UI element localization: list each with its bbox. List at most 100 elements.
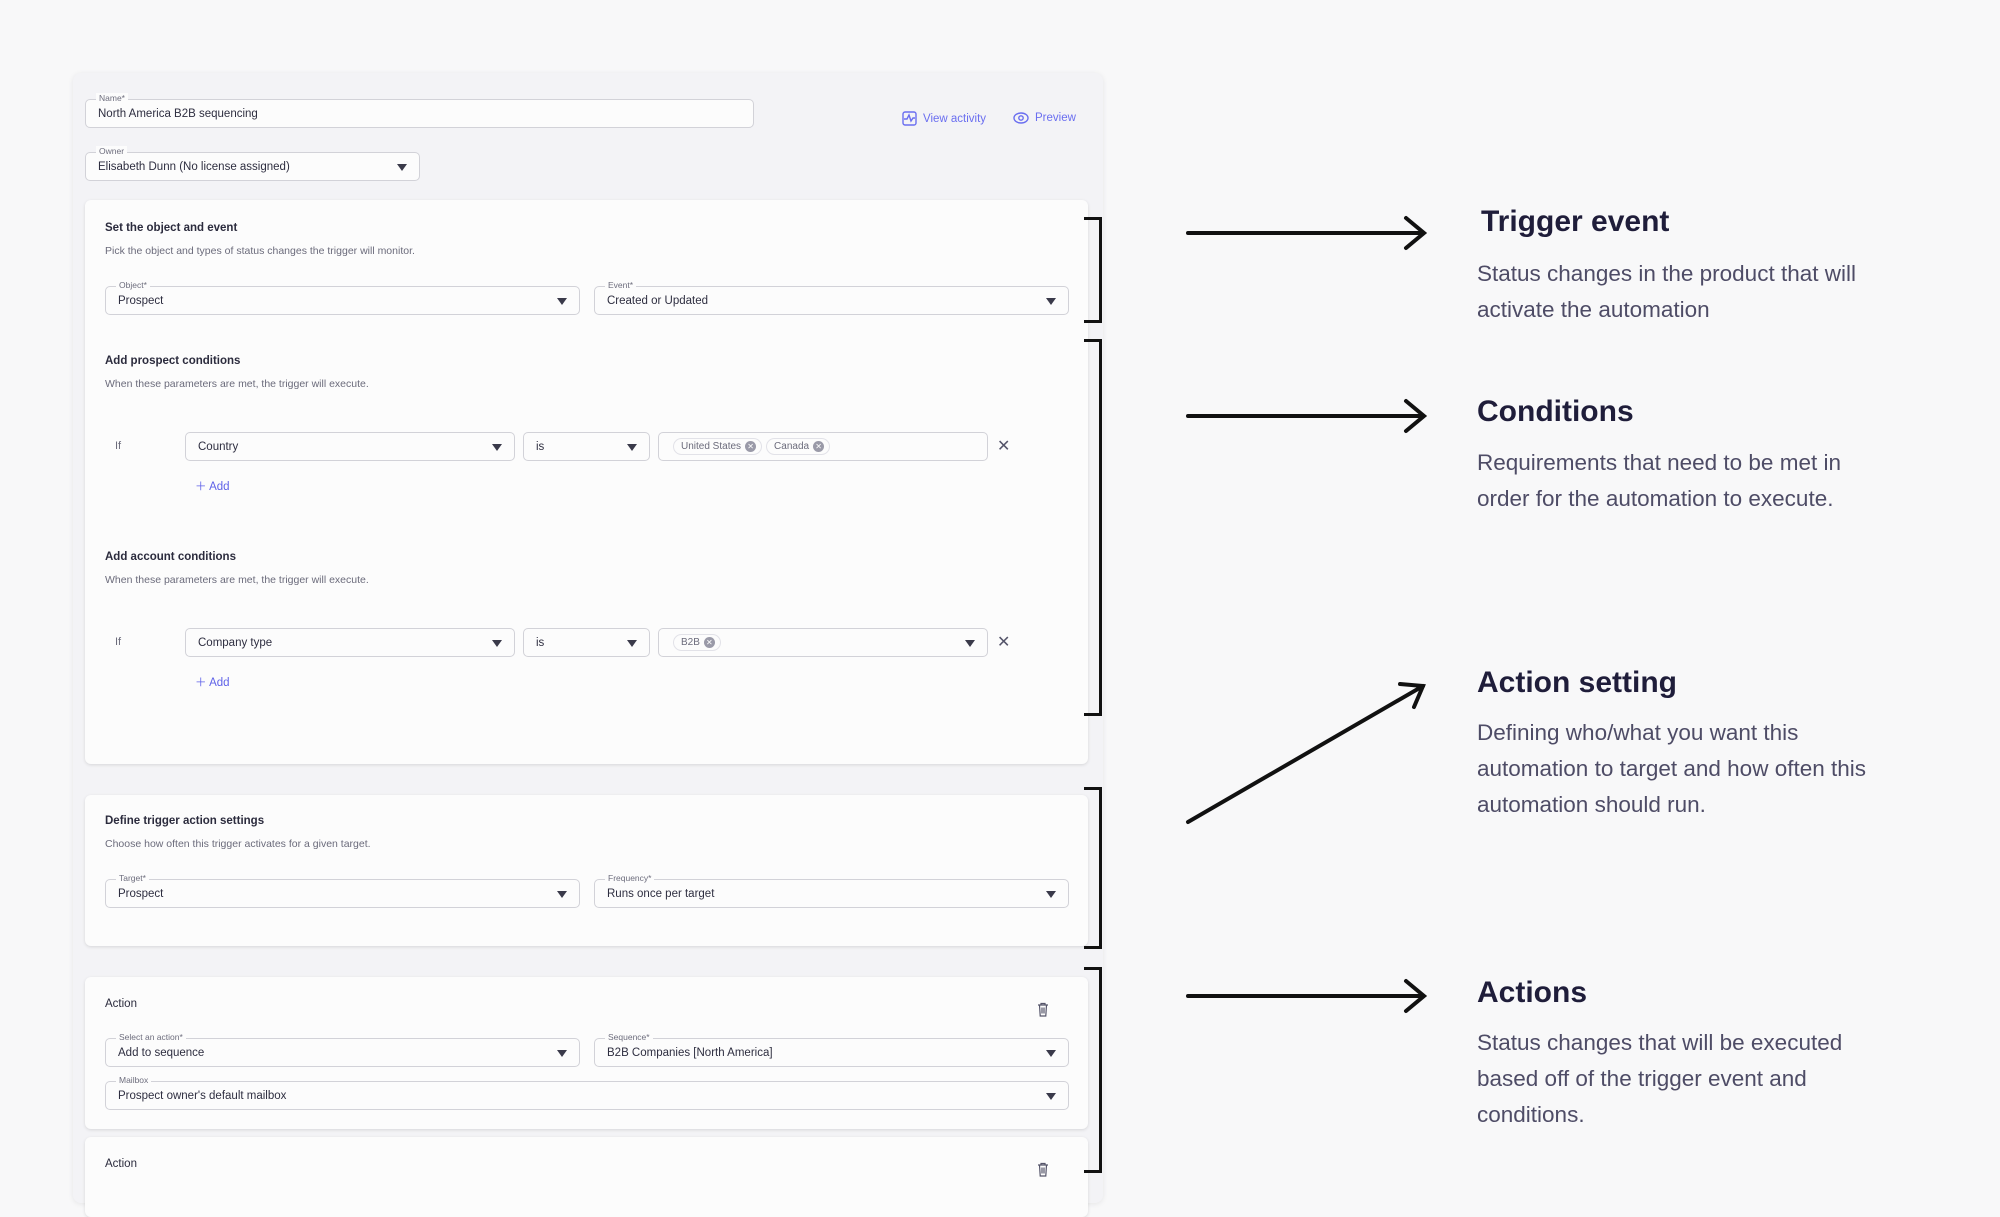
remove-chip-icon[interactable]: ✕: [745, 441, 757, 452]
bracket-actions: [1084, 967, 1102, 1173]
caret-down-icon: [1046, 1050, 1056, 1057]
annotation-arrows: [1186, 216, 1428, 1013]
condition-operator-select[interactable]: is: [523, 628, 650, 657]
add-prospect-condition-button[interactable]: ＋ Add: [195, 481, 230, 493]
condition-values-select[interactable]: B2B✕: [658, 628, 988, 657]
value-chip: B2B✕: [673, 634, 721, 651]
annotation-title: Trigger event: [1481, 205, 1670, 238]
mailbox-select[interactable]: Mailbox Prospect owner's default mailbox: [105, 1075, 1069, 1110]
caret-down-icon: [397, 164, 407, 171]
activity-icon: [902, 111, 917, 126]
annotation-body: Requirements that need to be met in orde…: [1477, 450, 1841, 511]
remove-condition-icon[interactable]: ✕: [997, 634, 1011, 651]
event-select[interactable]: Event* Created or Updated: [594, 280, 1069, 315]
caret-down-icon: [1046, 298, 1056, 305]
condition-values-input[interactable]: United States✕ Canada✕: [658, 432, 988, 461]
trash-icon[interactable]: [1037, 1162, 1049, 1177]
action-settings-subtitle: Choose how often this trigger activates …: [105, 838, 371, 850]
preview-link[interactable]: Preview: [1013, 111, 1076, 125]
target-label: Target*: [116, 873, 149, 884]
action-title: Action: [105, 1158, 137, 1170]
action-type-label: Select an action*: [116, 1032, 186, 1043]
annotation-title: Conditions: [1477, 395, 1634, 428]
caret-down-icon: [1046, 1093, 1056, 1100]
preview-label: Preview: [1035, 112, 1076, 124]
remove-condition-icon[interactable]: ✕: [997, 438, 1011, 455]
condition-operator-value: is: [536, 440, 545, 453]
condition-operator-value: is: [536, 636, 545, 649]
name-field[interactable]: Name* North America B2B sequencing: [85, 93, 754, 128]
object-label: Object*: [116, 280, 150, 291]
value-chip: United States✕: [673, 438, 763, 455]
sequence-value: B2B Companies [North America]: [607, 1046, 773, 1059]
owner-select[interactable]: Owner Elisabeth Dunn (No license assigne…: [85, 146, 420, 181]
chip-label: Canada: [774, 441, 810, 452]
if-label: If: [115, 636, 122, 648]
trash-icon[interactable]: [1037, 1002, 1049, 1017]
sequence-select[interactable]: Sequence* B2B Companies [North America]: [594, 1032, 1069, 1067]
prospect-conditions-subtitle: When these parameters are met, the trigg…: [105, 378, 369, 390]
condition-field-select[interactable]: Company type: [185, 628, 515, 657]
frequency-label: Frequency*: [605, 873, 655, 884]
if-label: If: [115, 440, 122, 452]
mailbox-value: Prospect owner's default mailbox: [118, 1089, 287, 1102]
event-value: Created or Updated: [607, 294, 709, 307]
action-title: Action: [105, 998, 137, 1010]
caret-down-icon: [557, 891, 567, 898]
arrow-actions: [1186, 979, 1428, 1013]
caret-down-icon: [627, 444, 637, 451]
caret-down-icon: [557, 298, 567, 305]
arrow-trigger-event: [1186, 216, 1428, 250]
condition-operator-select[interactable]: is: [523, 432, 650, 461]
event-label: Event*: [605, 280, 637, 291]
bracket-action-setting: [1084, 787, 1102, 949]
frequency-value: Runs once per target: [607, 887, 715, 900]
annotation-body: Status changes in the product that will …: [1477, 261, 1856, 322]
name-value: North America B2B sequencing: [98, 107, 258, 120]
name-label: Name*: [96, 93, 128, 104]
arrow-action-setting: [1186, 682, 1426, 824]
owner-label: Owner: [96, 146, 128, 157]
chip-label: B2B: [681, 637, 700, 648]
annotation-body: Status changes that will be executed bas…: [1477, 1030, 1843, 1127]
action-settings-card: [85, 795, 1088, 946]
annotation-title: Action setting: [1477, 666, 1677, 699]
sequence-label: Sequence*: [605, 1032, 653, 1043]
target-select[interactable]: Target* Prospect: [105, 873, 580, 908]
object-select[interactable]: Object* Prospect: [105, 280, 580, 315]
account-conditions-subtitle: When these parameters are met, the trigg…: [105, 574, 369, 586]
caret-down-icon: [1046, 891, 1056, 898]
caret-down-icon: [627, 640, 637, 647]
action-settings-title: Define trigger action settings: [105, 815, 265, 827]
object-value: Prospect: [118, 294, 164, 307]
view-activity-link[interactable]: View activity: [902, 111, 986, 126]
prospect-conditions-title: Add prospect conditions: [105, 355, 241, 367]
caret-down-icon: [492, 444, 502, 451]
annotation-body: Defining who/what you want this automati…: [1477, 720, 1867, 817]
trigger-card-subtitle: Pick the object and types of status chan…: [105, 245, 415, 257]
bracket-conditions: [1084, 339, 1102, 716]
mailbox-label: Mailbox: [116, 1075, 152, 1086]
remove-chip-icon[interactable]: ✕: [813, 441, 825, 452]
caret-down-icon: [557, 1050, 567, 1057]
condition-field-value: Company type: [198, 636, 273, 649]
view-activity-label: View activity: [923, 112, 987, 125]
arrow-conditions: [1186, 399, 1428, 433]
action-type-select[interactable]: Select an action* Add to sequence: [105, 1032, 580, 1067]
add-account-condition-button[interactable]: ＋ Add: [195, 677, 230, 689]
chip-label: United States: [681, 441, 742, 452]
eye-icon: [1013, 112, 1029, 124]
condition-field-select[interactable]: Country: [185, 432, 515, 461]
bracket-trigger-event: [1084, 217, 1102, 323]
add-label: Add: [209, 481, 230, 493]
caret-down-icon: [965, 640, 975, 647]
annotation-title: Actions: [1477, 976, 1588, 1009]
trigger-card-title: Set the object and event: [105, 222, 238, 234]
action-type-value: Add to sequence: [118, 1046, 205, 1059]
frequency-select[interactable]: Frequency* Runs once per target: [594, 873, 1069, 908]
account-conditions-title: Add account conditions: [105, 551, 236, 563]
owner-value: Elisabeth Dunn (No license assigned): [98, 160, 290, 173]
remove-chip-icon[interactable]: ✕: [703, 637, 715, 648]
value-chip: Canada✕: [766, 438, 831, 455]
add-label: Add: [209, 677, 230, 689]
